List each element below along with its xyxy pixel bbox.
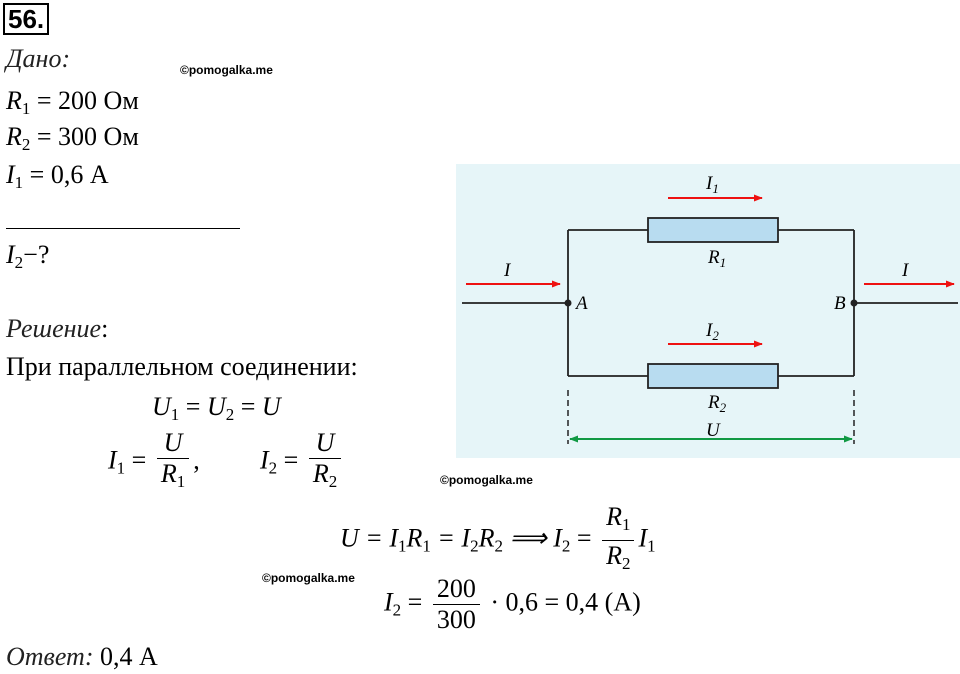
label-i-right: I [901,260,910,281]
watermark-3: ©pomogalka.me [262,571,355,585]
label-node-a: A [574,293,588,314]
label-i-left: I [503,260,512,281]
node-a [564,299,572,307]
resistor-r2 [647,363,779,389]
eq-voltage: U1 = U2 = U [152,392,281,424]
answer: Ответ: 0,4 А [6,642,158,671]
node-b [850,299,858,307]
label-r1: R1 [707,247,726,270]
resistor-r1 [647,217,779,243]
label-node-b: B [834,293,846,314]
find-i2: I2−? [6,240,50,272]
label-i1: I1 [705,173,719,196]
circuit-background [456,164,960,458]
given-heading: Дано: [6,44,71,73]
voltage-extension-lines [567,390,855,444]
given-divider [6,228,240,229]
problem-number: 56. [3,3,50,35]
given-r2: R2 = 300 Ом [6,122,139,154]
label-voltage: U [706,420,721,441]
label-r2: R2 [707,392,727,415]
label-i2: I2 [705,320,719,343]
given-i1: I1 = 0,6 А [6,160,109,192]
watermark-1: ©pomogalka.me [180,63,273,77]
given-r1: R1 = 200 Ом [6,86,139,118]
solution-heading: Решение: [6,314,109,343]
solution-intro: При параллельном соединении: [6,352,358,381]
watermark-2: ©pomogalka.me [440,473,533,487]
circuit-diagram: I I I1 R1 I2 R2 A B U [456,164,960,458]
